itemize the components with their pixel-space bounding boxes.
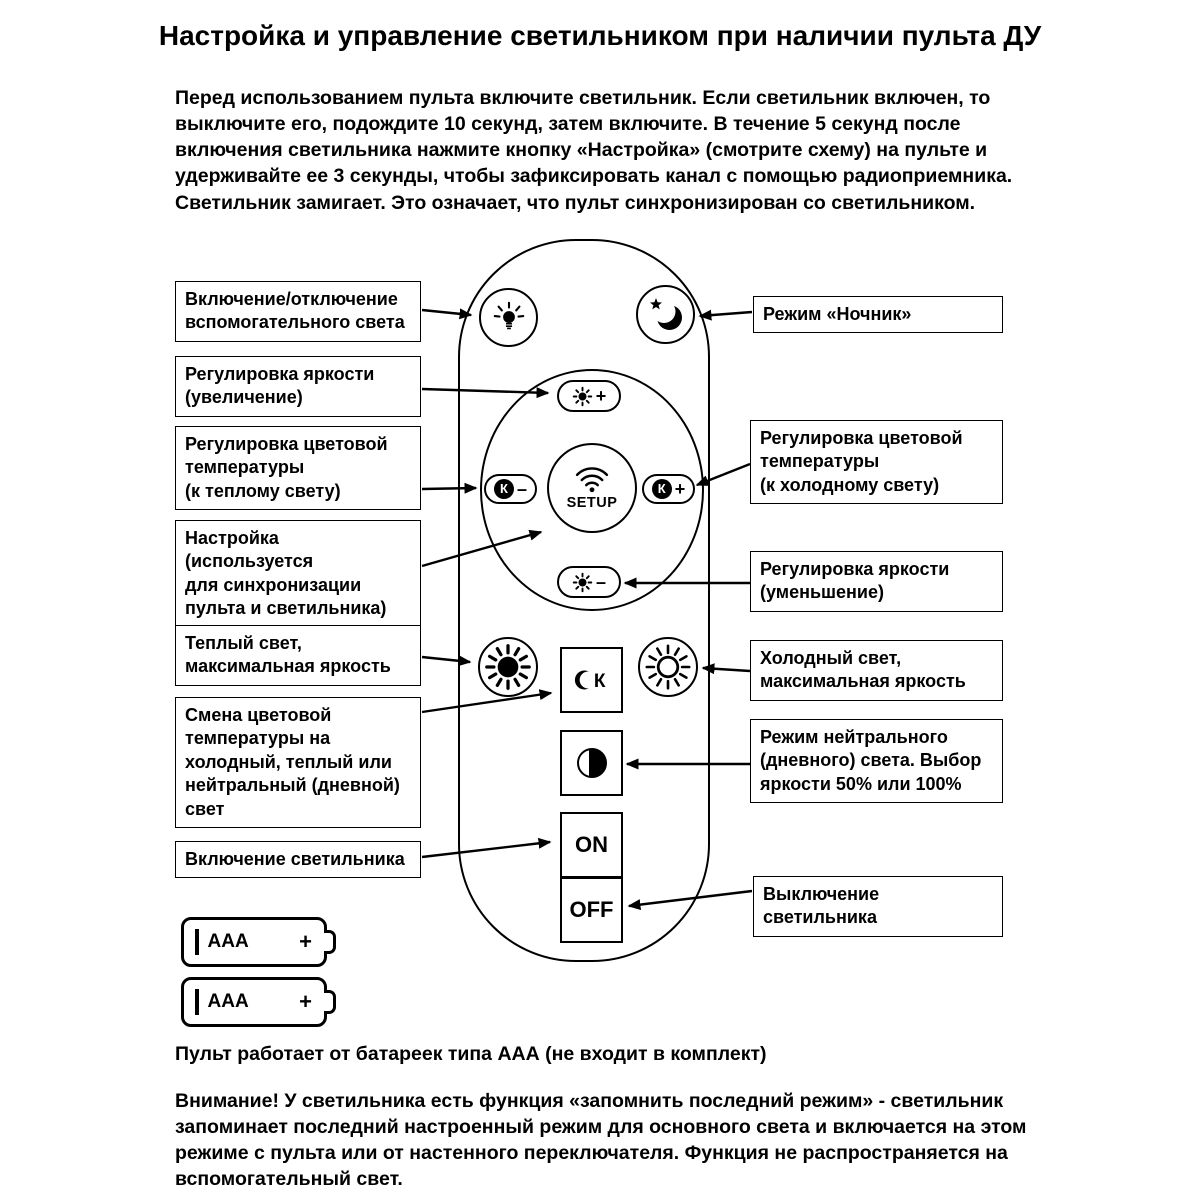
warm-sun-icon (485, 644, 531, 690)
callout-brightness-down: Регулировка яркости (уменьшение) (750, 551, 1003, 612)
setup-button: SETUP (547, 443, 637, 533)
arrow-aux-light (421, 308, 473, 320)
battery-positive-nub (324, 990, 336, 1014)
k-letter-badge: К (493, 479, 514, 499)
moon-star-icon (649, 297, 682, 330)
callout-warm-temp: Регулировка цветовой температуры (к тепл… (175, 426, 421, 511)
off-button: OFF (560, 877, 623, 943)
svg-text:К: К (593, 671, 605, 692)
callout-warm-max: Теплый свет, максимальная яркость (175, 625, 421, 686)
battery-positive-nub (324, 930, 336, 954)
k-letter-badge: К (651, 479, 672, 499)
page-title: Настройка и управление светильником при … (158, 20, 1042, 51)
battery-aaa-2: AAA + (181, 977, 336, 1027)
battery-terminal-bar (195, 989, 199, 1015)
intro-paragraph: Перед использованием пульта включите све… (175, 87, 1013, 214)
half-circle-icon (576, 748, 607, 778)
arrow-cold-max (701, 663, 751, 675)
sun-icon (572, 386, 592, 406)
control-cluster-ring (480, 369, 704, 611)
warm-max-button (478, 637, 538, 697)
brightness-down-button: – (557, 566, 621, 598)
callout-off: Выключение светильника (753, 876, 1003, 937)
on-button: ON (560, 812, 623, 878)
callout-night-mode: Режим «Ночник» (753, 296, 1003, 334)
battery-type-label: AAA (207, 931, 249, 952)
plus-sign: + (674, 479, 686, 499)
brightness-up-button: + (557, 380, 621, 412)
minus-sign: – (595, 572, 606, 592)
battery-plus-sign: + (299, 989, 312, 1014)
color-temp-cycle-button: К (560, 647, 623, 713)
callout-neutral-mode: Режим нейтрального (дневного) света. Выб… (750, 719, 1003, 804)
color-temp-cold-button: К + (642, 474, 695, 504)
battery-type-label: AAA (207, 991, 249, 1012)
callout-cold-temp: Регулировка цветовой температуры (к холо… (750, 420, 1003, 505)
wifi-icon (575, 466, 609, 492)
battery-aaa-1: AAA + (181, 917, 336, 967)
on-label: ON (575, 832, 608, 857)
sun-icon (572, 572, 593, 592)
callout-brightness-up: Регулировка яркости (увеличение) (175, 356, 421, 417)
warning-paragraph: Внимание! У светильника есть функция «за… (175, 1090, 1027, 1191)
color-temp-warm-button: К – (484, 474, 537, 504)
remote-control-body: + К – SETUP К + (458, 239, 710, 962)
callout-temp-cycle: Смена цветовой температуры на холодный, … (175, 697, 421, 828)
off-label: OFF (569, 897, 614, 922)
plus-sign: + (595, 386, 607, 406)
minus-sign: – (516, 479, 527, 499)
battery-note: Пульт работает от батареек типа ААА (не … (175, 1043, 767, 1065)
cold-max-button (638, 637, 698, 697)
callout-aux-light-toggle: Включение/отключение вспомогательного св… (175, 281, 421, 342)
callout-on: Включение светильника (175, 841, 421, 879)
moon-k-icon: К (574, 670, 605, 692)
cold-sun-icon (645, 644, 691, 690)
aux-light-button (479, 288, 538, 347)
battery-plus-sign: + (299, 929, 312, 954)
battery-terminal-bar (195, 929, 199, 955)
setup-label: SETUP (566, 494, 618, 511)
callout-cold-max: Холодный свет, максимальная яркость (750, 640, 1003, 701)
bulb-icon (493, 301, 524, 329)
callout-setup: Настройка (используется для синхронизаци… (175, 520, 421, 628)
night-mode-button (636, 285, 695, 344)
arrow-night-mode (698, 309, 753, 321)
neutral-mode-button (560, 730, 623, 796)
